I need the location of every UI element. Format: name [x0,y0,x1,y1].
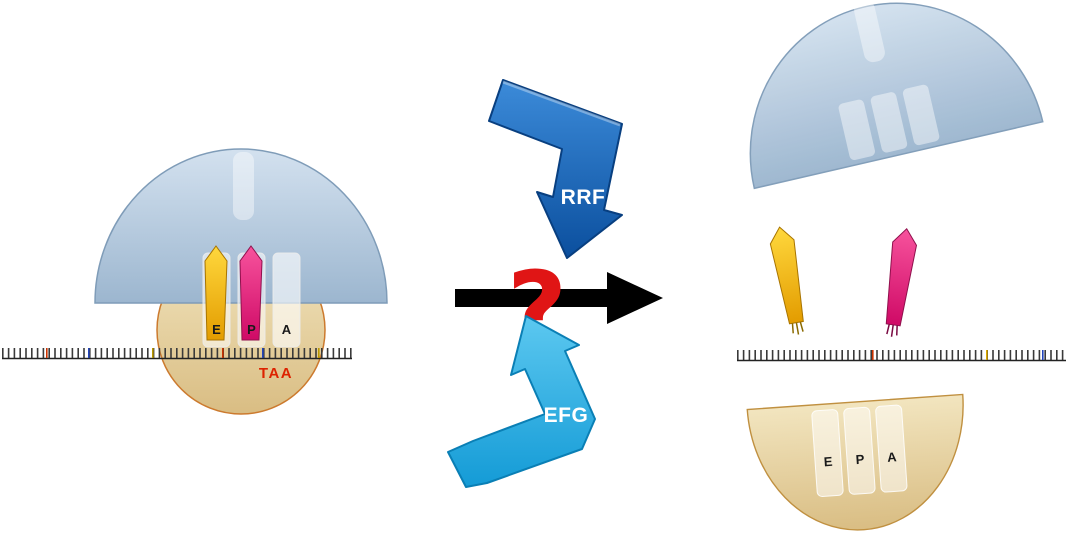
mrna-tick-colored [1042,350,1044,360]
trna-p-site [239,245,263,341]
mrna-tick-colored [262,348,264,358]
large-subunit-right-shape [749,2,1044,190]
center-reaction: RRF ? EFG [447,79,663,488]
reaction-arrow-icon [455,272,663,324]
site-label-e-right: E [823,454,833,470]
site-label-a-right: A [887,449,898,465]
small-ribosomal-subunit-right: E P A [746,393,964,531]
small-subunit-slot-a [875,404,908,493]
efg-arrow-shape [447,315,596,488]
trna-magenta-anticodon [886,324,898,337]
dome-slot-p [870,92,908,153]
mrna-left [2,348,352,360]
left-ribosome-complex: E P A TAA [2,148,388,415]
stop-codon-label: TAA [259,365,293,382]
right-dissociated-components: E P A [737,0,1066,531]
dome-notch-right [854,0,885,63]
small-subunit-slot-e [811,409,844,498]
small-subunit-slot-p [843,406,876,495]
trna-yellow-released [769,226,804,335]
mrna-tick-colored [88,348,90,358]
site-label-p-right: P [855,451,865,467]
mrna-right [737,350,1066,362]
site-slot-a [272,252,301,348]
rrf-arrow-highlight [502,80,621,127]
trna-yellow-anticodon [791,321,804,335]
mrna-tick-colored [46,348,48,358]
mrna-tick-colored [872,350,874,360]
mrna-tick-colored [152,348,154,358]
trna-magenta-released [885,228,918,337]
trna-e-site [204,245,228,341]
site-label-e-left: E [212,322,221,337]
large-ribosomal-subunit-right [749,0,1044,190]
site-label-a-left: A [282,322,292,337]
large-ribosomal-subunit-left [94,148,388,304]
site-label-p-left: P [247,322,256,337]
dome-notch-left [233,152,254,220]
rrf-arrow-shape [488,79,623,259]
efg-label: EFG [544,404,589,427]
mrna-tick-colored [986,350,988,360]
mrna-tick-colored [318,348,320,358]
rrf-arrow-icon: RRF [488,79,623,259]
trna-magenta-body [885,228,918,327]
trna-yellow-body [769,226,804,325]
efg-arrow-icon: EFG [447,315,596,488]
dome-slot-a [902,84,940,146]
rrf-label: RRF [561,186,606,209]
dome-slot-e [838,99,875,160]
mrna-tick-colored [222,348,224,358]
